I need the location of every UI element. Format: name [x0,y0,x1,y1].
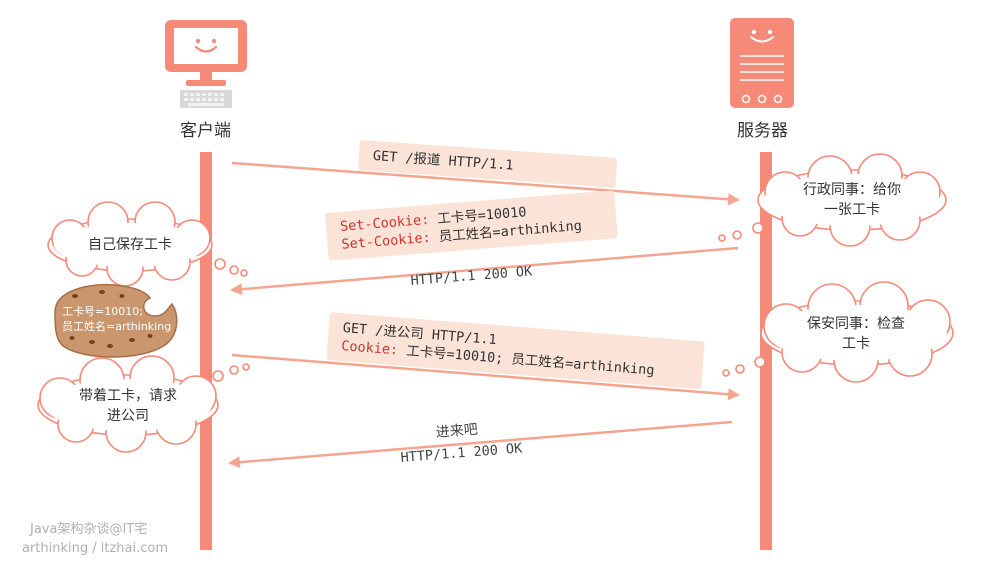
cookie-label: 工卡号=10010; 员工姓名=arthinking [62,304,171,334]
client-monitor-icon [165,20,247,108]
watermark-line2: arthinking / itzhai.com [22,541,169,556]
server-admin-thought-line2: 一张工卡 [824,202,880,218]
watermark-line1: Java架构杂谈@IT宅 [30,522,148,537]
client-request-thought: 带着工卡，请求 进公司 [48,386,208,426]
arrow-response-2 [228,420,733,469]
server-guard-thought: 保安同事：检查 工卡 [776,314,936,354]
cookie-label-line2: 员工姓名=arthinking [62,320,172,333]
response-2-text: 进来吧 [435,421,479,441]
thought-cloud-server-guard [722,281,954,383]
server-admin-thought-line1: 行政同事：给你 [803,182,901,198]
server-label: 服务器 [737,121,788,141]
server-admin-thought: 行政同事：给你 一张工卡 [772,180,932,220]
thought-cloud-client-store [47,201,248,287]
cookie-icon [54,283,178,358]
client-label: 客户端 [180,121,231,141]
client-request-thought-line1: 带着工卡，请求 [79,388,177,404]
arrow-request-2 [231,353,740,401]
client-lifeline [200,152,212,550]
cookie-label-line1: 工卡号=10010; [62,305,143,318]
client-request-thought-line2: 进公司 [107,408,149,424]
arrow-request-1 [231,161,740,206]
client-store-thought: 自己保存工卡 [88,237,172,253]
thought-cloud-server-admin [718,153,947,247]
request-1-line: GET /报道 HTTP/1.1 [372,147,514,174]
server-guard-thought-line2: 工卡 [842,336,870,352]
server-guard-thought-line1: 保安同事：检查 [807,316,905,332]
arrow-response-1 [230,246,739,296]
thought-cloud-client-request [37,355,250,453]
cookie-key: Cookie: [340,338,399,359]
server-lifeline [760,152,772,550]
server-tower-icon [730,18,794,108]
